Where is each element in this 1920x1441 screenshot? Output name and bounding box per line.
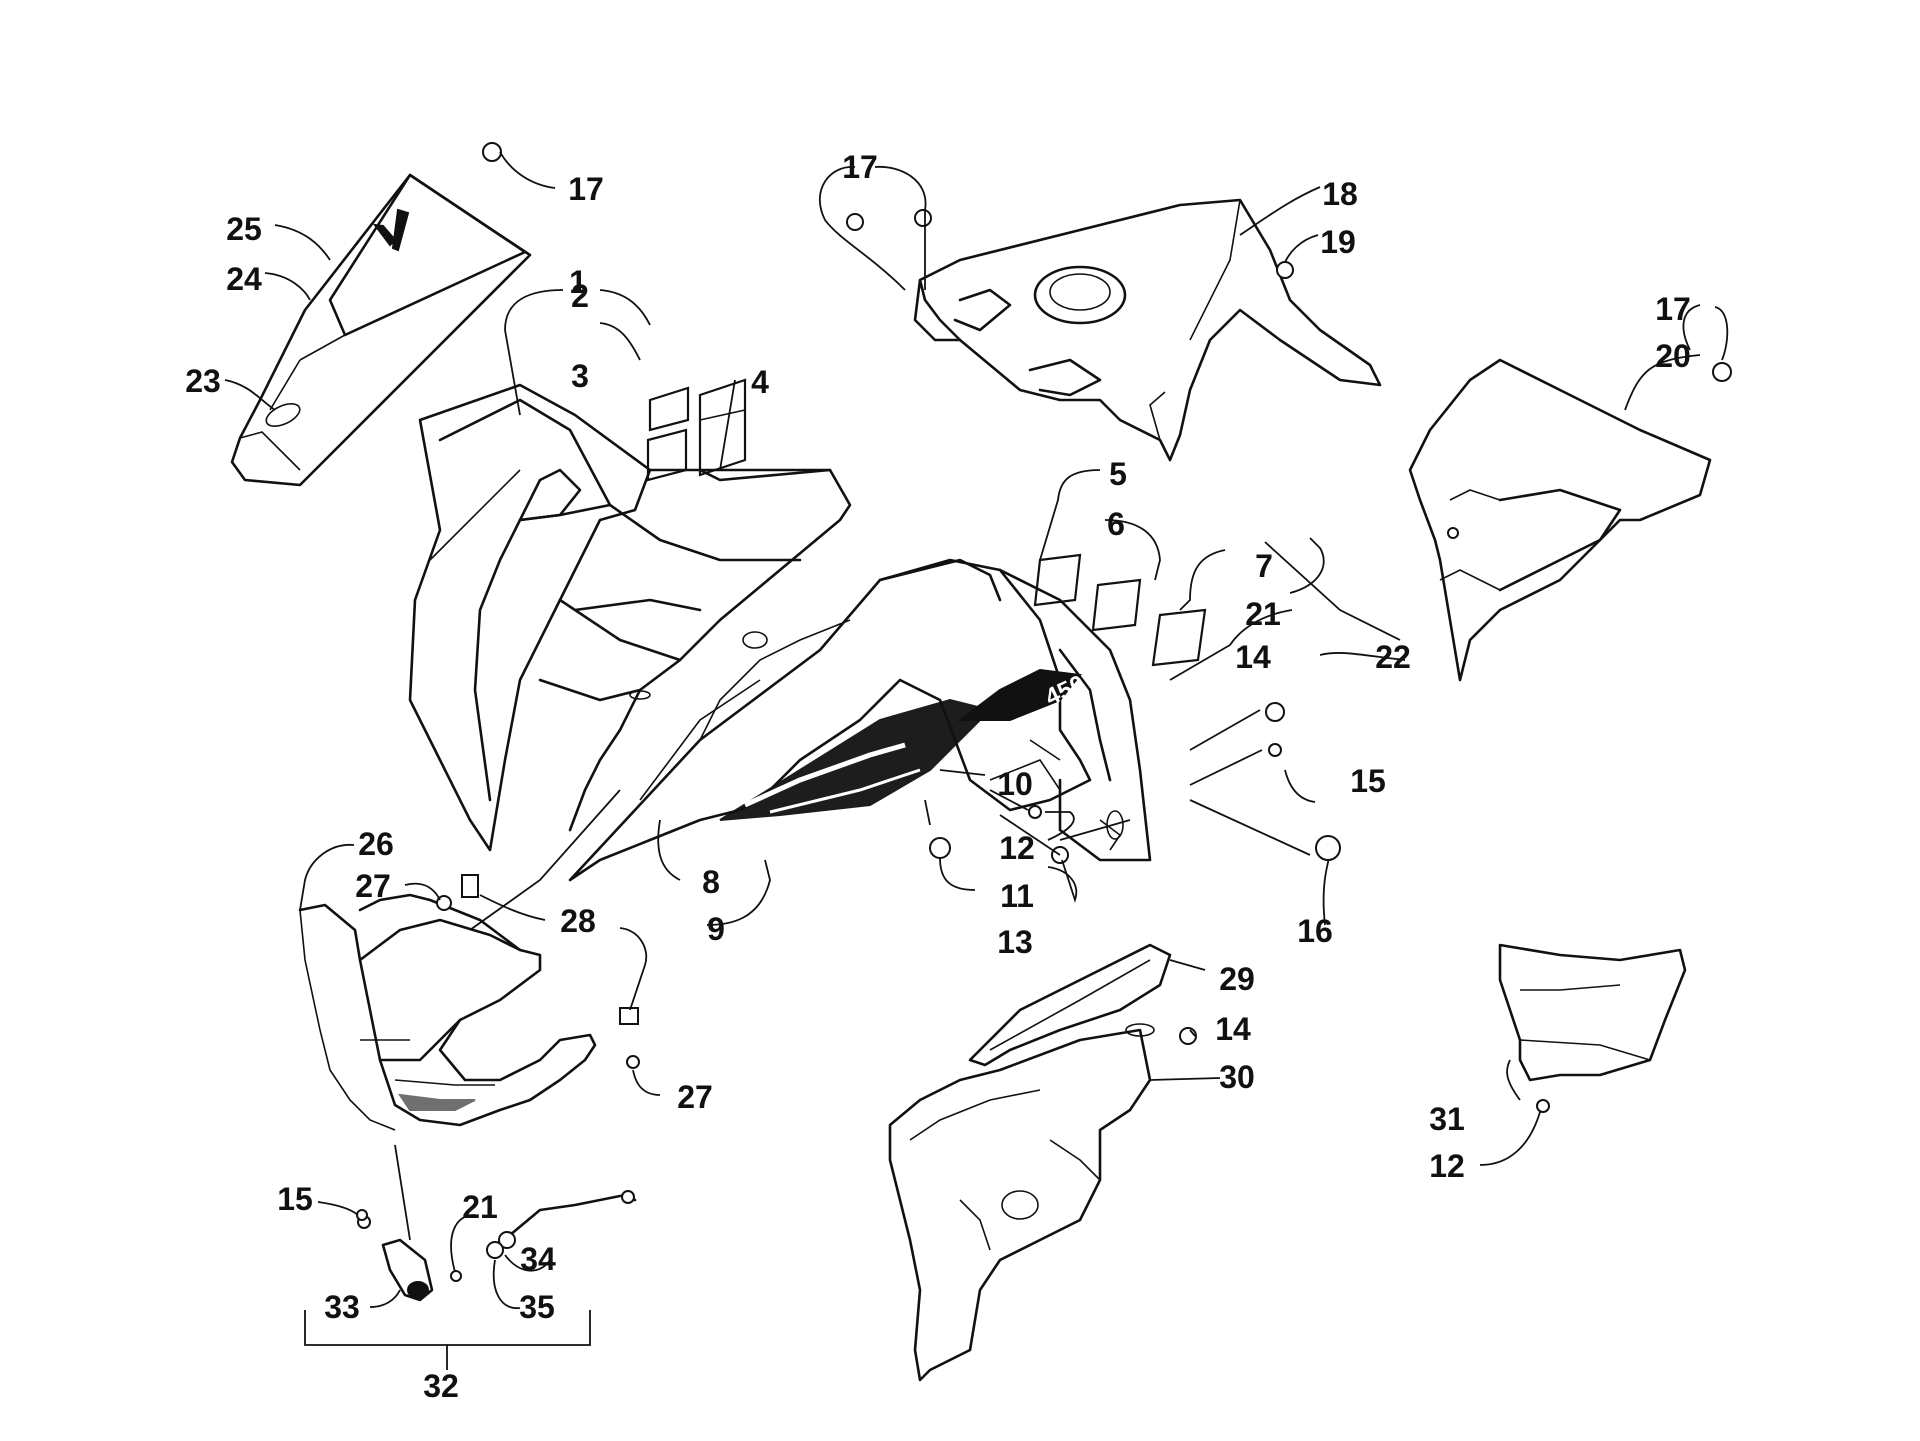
callout-14-bottom: 14 (1215, 1011, 1251, 1047)
callout-14-top: 14 (1235, 639, 1271, 675)
callout-32: 32 (423, 1368, 459, 1404)
decal-group-2-3-4 (646, 378, 747, 482)
nose-clip-top-icon (461, 874, 479, 898)
callout-11: 11 (1000, 878, 1034, 914)
callout-31: 31 (1429, 1101, 1465, 1137)
grommet-16-icon (1315, 835, 1341, 861)
callout-17-visor: 17 (568, 171, 604, 207)
fender-screw-14-icon (1265, 702, 1285, 722)
callout-22: 22 (1375, 639, 1411, 675)
callout-24: 24 (226, 261, 262, 297)
callout-21-bottom: 21 (462, 1189, 498, 1225)
side-panel-rivet-icon (1712, 362, 1732, 382)
leader-lines (224, 151, 1729, 1370)
callout-27-bottom: 27 (677, 1079, 713, 1115)
callout-18: 18 (1322, 176, 1358, 212)
front-fender-part: 450 (568, 558, 1152, 882)
side-cover-part (1498, 943, 1687, 1113)
callout-12-bottom: 12 (1429, 1148, 1465, 1184)
fender-screw-15-icon (1268, 743, 1282, 757)
callout-29: 29 (1219, 961, 1255, 997)
decal-group-5-6-7 (1033, 553, 1207, 667)
rack-screw-top-icon (914, 209, 932, 227)
callout-19: 19 (1320, 224, 1356, 260)
nose-clip-right-icon (619, 1007, 639, 1025)
callout-13: 13 (997, 924, 1033, 960)
bulb-screw-icon (450, 1270, 462, 1282)
callout-17-rack: 17 (842, 149, 878, 185)
side-cover-screw-icon (1536, 1099, 1550, 1113)
callout-34: 34 (520, 1241, 556, 1277)
callout-17-side: 17 (1655, 291, 1691, 327)
callout-8: 8 (702, 864, 720, 900)
callout-10: 10 (997, 766, 1033, 802)
callout-1: 1 (569, 264, 587, 300)
visor-screw-icon (482, 142, 502, 162)
splash-guard-part (888, 943, 1197, 1382)
splash-guard-screw-icon (1179, 1027, 1197, 1045)
callout-30: 30 (1219, 1059, 1255, 1095)
rack-screw-left-icon (846, 213, 864, 231)
side-panel-screw-icon (1447, 527, 1459, 539)
callout-9: 9 (707, 911, 725, 947)
callout-16: 16 (1297, 913, 1333, 949)
front-visor-part (230, 142, 532, 487)
front-rack-panel (846, 198, 1382, 462)
callout-labels: 1 2 2 3 4 5 6 7 8 9 10 11 12 13 14 15 16… (185, 149, 1691, 1404)
callout-3: 3 (571, 358, 589, 394)
callout-4: 4 (751, 364, 769, 400)
callout-25: 25 (226, 211, 262, 247)
callout-33: 33 (324, 1289, 360, 1325)
callout-23: 23 (185, 363, 221, 399)
callout-21-top: 21 (1245, 596, 1281, 632)
callout-6: 6 (1107, 506, 1125, 542)
callout-5: 5 (1109, 456, 1127, 492)
grommet-11-icon (929, 837, 951, 859)
callout-20: 20 (1655, 338, 1691, 374)
callout-7: 7 (1255, 548, 1273, 584)
callout-35: 35 (519, 1289, 555, 1325)
callout-12-top: 12 (999, 830, 1035, 866)
callout-26: 26 (358, 826, 394, 862)
screw-12-icon (1028, 805, 1042, 819)
callout-15-bottom: 15 (277, 1181, 313, 1217)
headlight-assembly (357, 1190, 637, 1302)
rack-rivet-right-icon (1276, 261, 1294, 279)
callout-28: 28 (560, 903, 596, 939)
nose-screw-bottom-icon (626, 1055, 640, 1069)
callout-2: 2 (571, 278, 589, 314)
side-panel-right (1408, 358, 1732, 682)
callout-15-top: 15 (1350, 763, 1386, 799)
callout-27-top: 27 (355, 868, 391, 904)
screw-15-lower-icon (356, 1209, 368, 1221)
